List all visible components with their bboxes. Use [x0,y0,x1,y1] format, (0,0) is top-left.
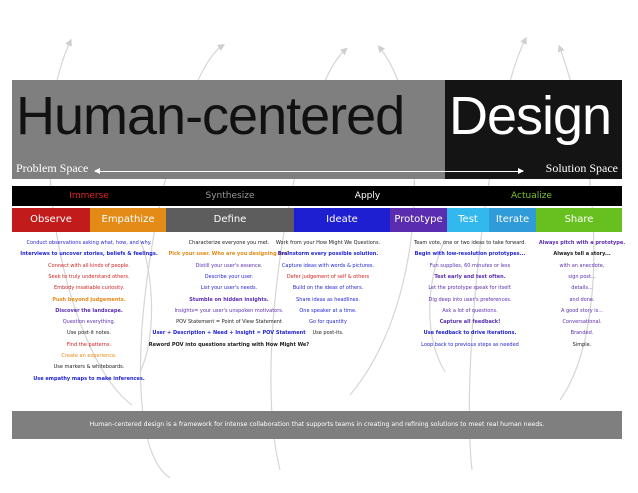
phase-bar [12,186,622,206]
phase-immerse: Immerse [69,191,109,201]
space-double-arrow [94,168,524,174]
ideate-item: Capture ideas with words & pictures. [281,262,375,269]
ideate-item: Use post-its. [312,330,344,337]
share-item: Simple. [572,341,592,348]
define-item: Describe your user. [204,273,254,280]
stage-test: Test [447,208,489,232]
immerse-item: Seek to truly understand others. [48,273,130,280]
immerse-item: Push beyond judgements. [52,296,126,303]
define-item: Distill your user's essence. [195,262,263,269]
title-design: Design [449,86,612,146]
prototype-item: Use feedback to drive iterations. [423,330,517,337]
share-item: Always tell a story... [553,251,611,258]
prototype-item: Let the prototype speak for itself. [428,285,512,292]
problem-space-label: Problem Space [16,161,89,175]
arrow-curve [139,239,153,373]
stage-define: Define [166,208,294,232]
solution-space-label: Solution Space [545,161,618,175]
phase-actualize: Actualize [511,191,552,201]
share-item: Always pitch with a prototype. [538,240,626,246]
title-banner-dark [445,80,622,179]
define-item: Insights= your user's unspoken motivator… [174,307,284,314]
stage-iterate: Iterate [489,208,536,232]
ideate-item: Defer judgement of self & others [286,273,370,280]
immerse-item: Use markers & whiteboards. [53,364,125,371]
ideate-item: Share ideas as headlines. [296,296,360,303]
immerse-item: Embody insatiable curiosity. [53,285,125,292]
title-human-centered: Human-centered [16,86,405,146]
stage-ideate: Ideate [294,208,390,232]
prototype-item: Test early and test often. [434,273,506,280]
define-item: Reword POV into questions starting with … [148,341,310,348]
ideate-item: Build on the ideas of others. [292,285,364,292]
immerse-item: Create an experience. [61,353,117,359]
define-item: User + Description + Need + Insight = PO… [152,330,306,337]
share-item: with an anecdote, [559,262,605,269]
immerse-item: Use empathy maps to make inferences. [33,375,145,382]
phase-synthesize: Synthesize [205,191,255,201]
immerse-item: Use post-it notes. [67,330,111,337]
share-item: Branded. [570,330,594,337]
stage-prototype: Prototype [390,208,447,232]
define-item: List your user's needs. [200,285,258,292]
immerse-item: Find the patterns. [66,341,112,348]
prototype-item: Begin with low-resolution prototypes... [414,251,526,258]
immerse-item: Connect with all kinds of people. [48,262,130,269]
ideate-item: Work from your How Might We Questions. [275,240,381,246]
immerse-item: Conduct observations asking what, how, a… [26,240,152,246]
immerse-item: Interviews to uncover stories, beliefs &… [20,251,158,258]
prototype-item: Capture all feedback! [439,319,501,326]
prototype-item: Fun supplies, 60 minutes or less [429,262,511,269]
define-item: Stumble on hidden insights. [189,296,269,303]
footer-banner: Human-centered design is a framework for… [12,411,622,439]
prototype-item: Loop back to previous steps as needed [421,341,519,348]
ideate-item: Brainstorm every possible solution. [277,251,379,258]
prototype-item: Dig deep into user's preferences. [428,296,512,303]
share-item: A good story is... [560,307,604,314]
phase-apply: Apply [354,191,381,201]
footer-text: Human-centered design is a framework for… [89,421,545,428]
ideate-item: Go for quantity [309,319,347,326]
share-item: Conversational. [562,319,602,326]
stage-empathize: Empathize [90,208,166,232]
stage-observe: Observe [12,208,90,232]
share-item: details... [571,285,593,292]
stage-share: Share [536,208,622,232]
immerse-item: Discover the landscape. [55,307,123,314]
define-item: Characterize everyone you met. [188,240,270,246]
share-item: sign post... [568,273,596,280]
immerse-item: Question everything. [62,319,116,326]
define-item: POV Statement = Point of View Statement [176,319,282,326]
ideate-item: One speaker at a time. [299,307,357,314]
prototype-item: Ask a lot of questions. [442,307,498,314]
define-item: Pick your user. Who are you designing fo… [168,251,290,258]
prototype-item: Team vote, one or two ideas to take forw… [413,240,527,246]
arrow-curve [429,239,446,373]
share-item: and done. [569,296,595,303]
arrow-curve [139,44,226,479]
